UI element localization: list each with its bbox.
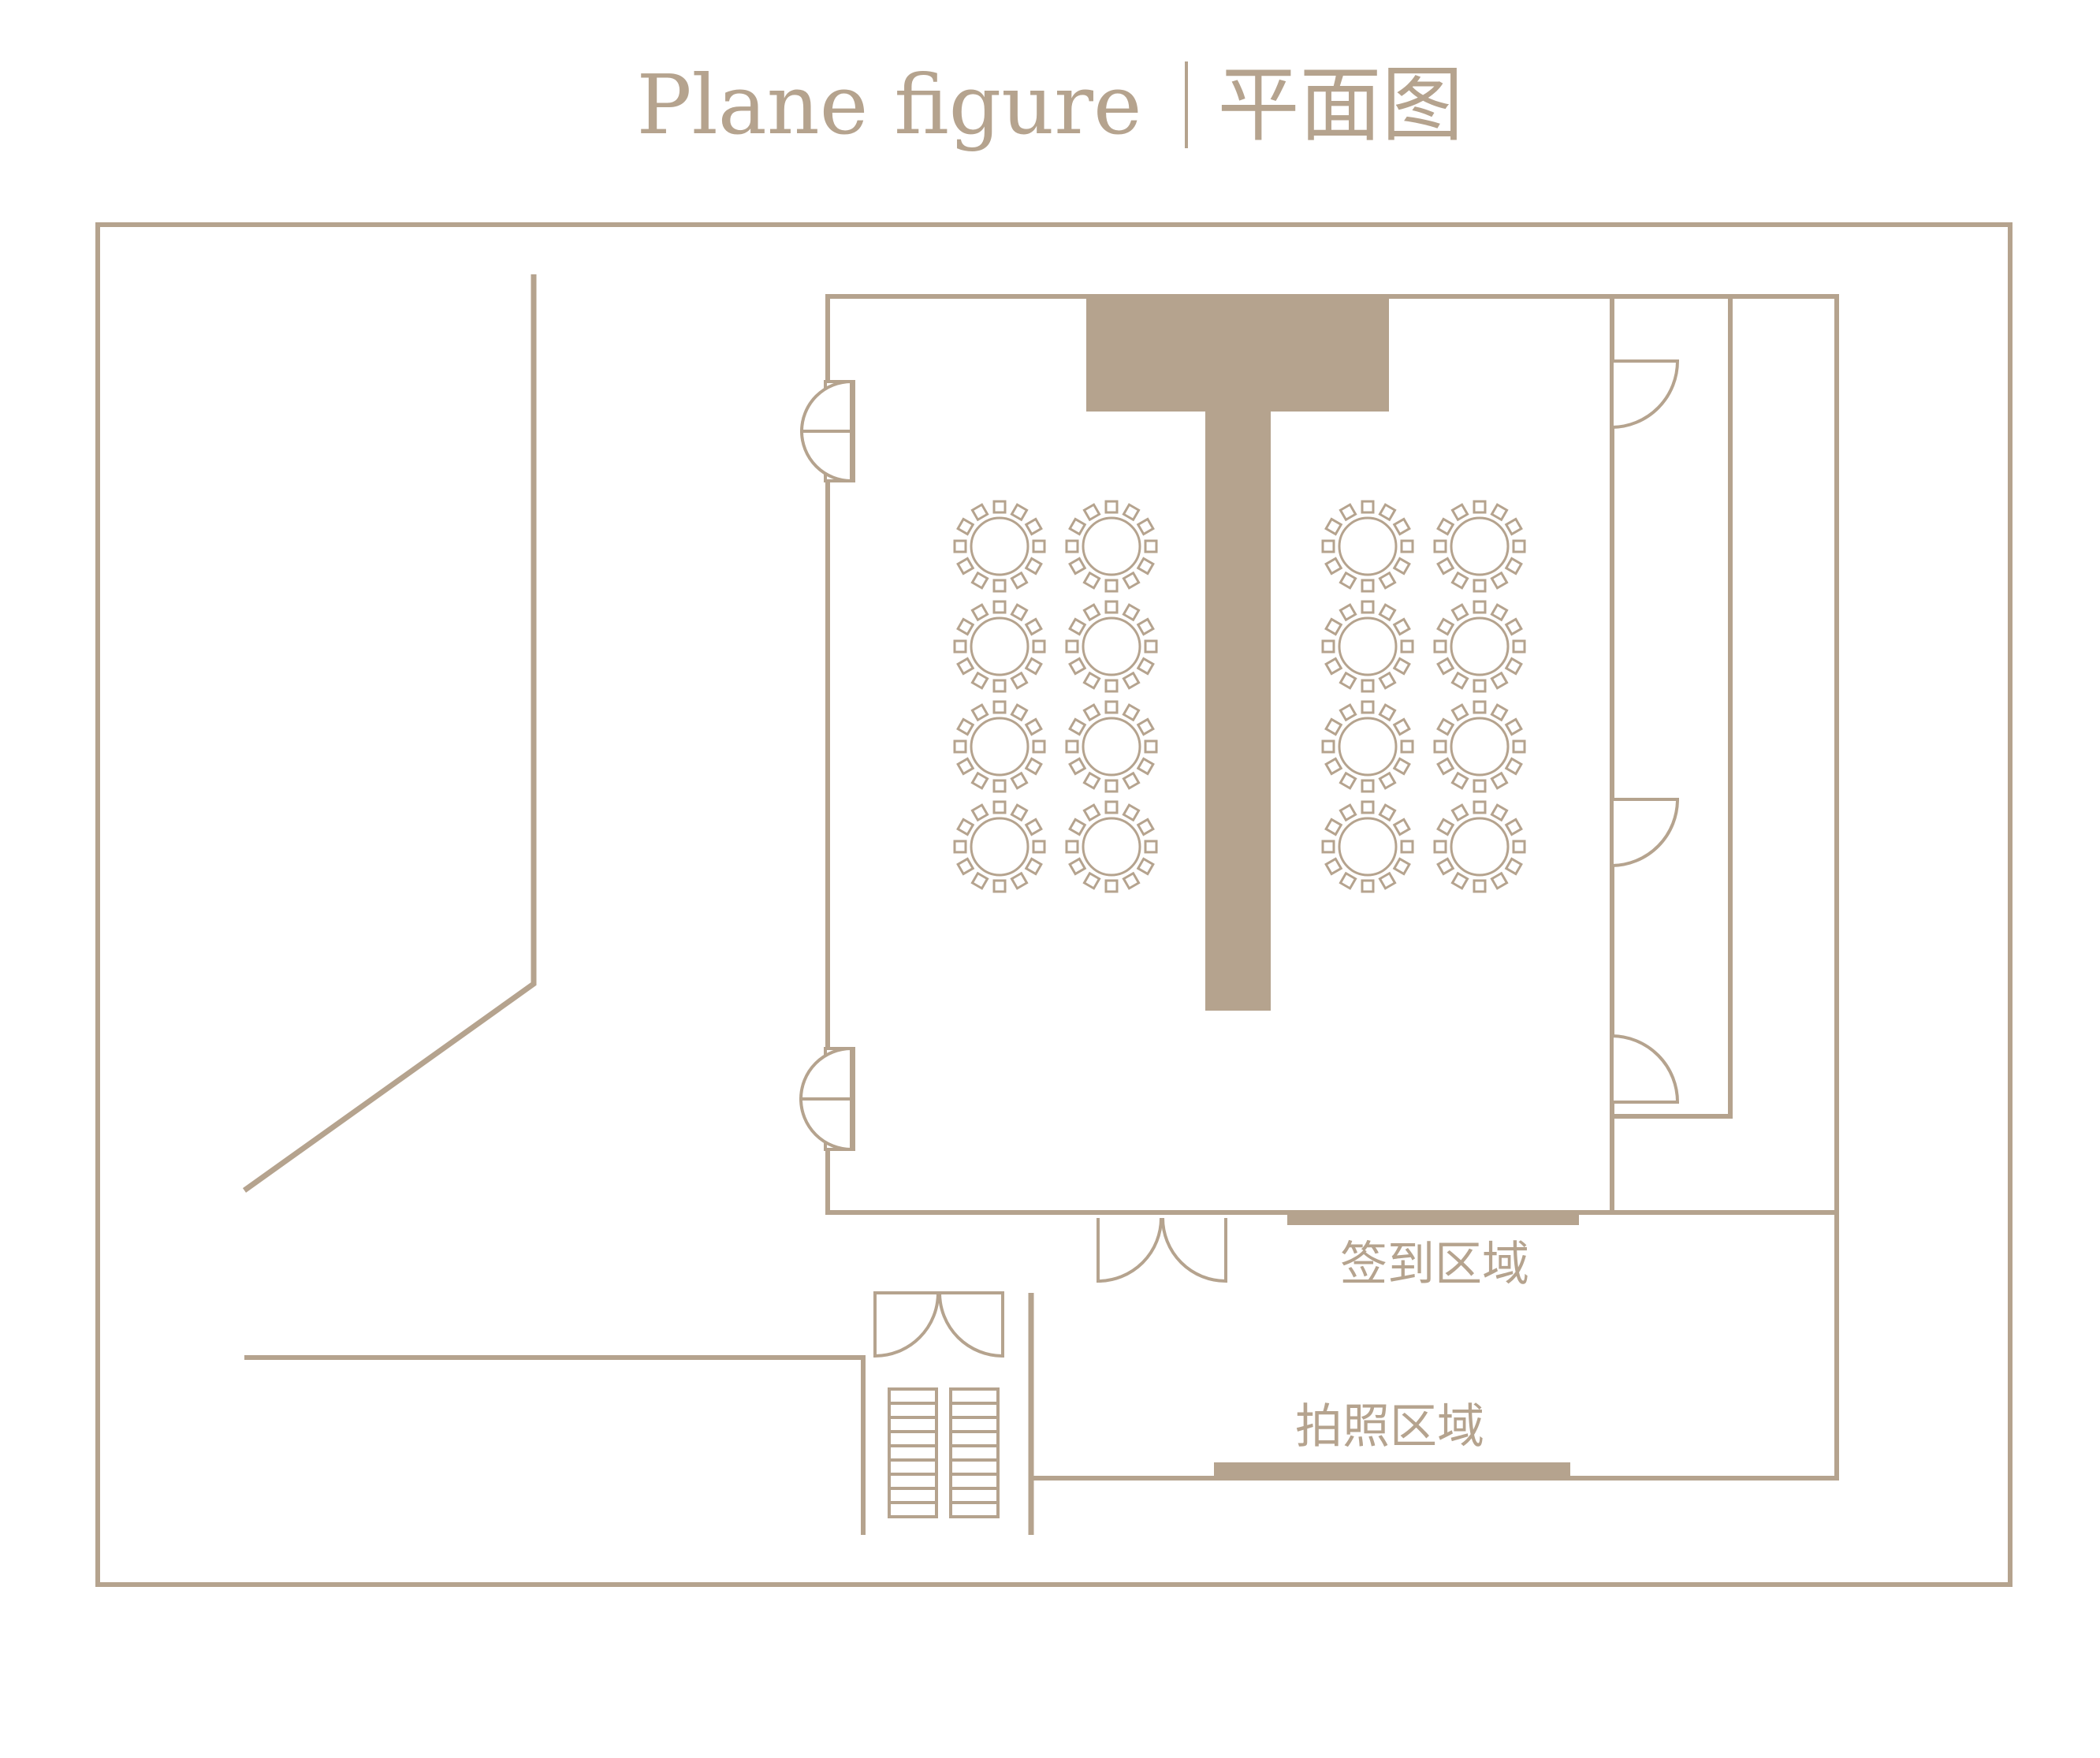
double-door-icon [799,379,855,483]
door-icon [1610,359,1680,1104]
signin-counter [1287,1212,1579,1225]
round-table-icon [1433,500,1526,593]
round-table-icon [1433,700,1526,793]
round-table-icon [1321,500,1414,593]
photo-area-label: 拍照区域 [1295,1399,1484,1454]
round-table-icon [953,700,1046,793]
runway [1205,410,1271,1011]
staircase-icon [888,1387,1000,1518]
round-table-icon [1433,600,1526,693]
signin-area-label: 签到区域 [1340,1237,1529,1292]
double-door-icon [873,1291,1004,1358]
page-title: Plane figure 平面图 [0,61,2100,148]
round-table-icon [1065,800,1158,893]
double-door-icon [799,1046,855,1152]
outer-boundary [95,222,2013,1587]
title-chinese: 平面图 [1217,57,1464,153]
round-table-icon [953,600,1046,693]
table-group-right [1321,500,1526,893]
round-table-icon [1321,800,1414,893]
stage [1086,298,1389,412]
title-divider [1184,61,1188,148]
service-corridor-wall [1612,296,1733,1119]
right-corridor-outer-wall [1031,294,1839,1481]
left-angled-wall [242,274,537,1193]
round-table-icon [1065,500,1158,593]
title-english: Plane figure [636,57,1142,153]
photo-wall [1214,1462,1570,1477]
round-table-icon [1321,600,1414,693]
round-table-icon [1433,800,1526,893]
round-table-icon [1065,600,1158,693]
double-door-icon [1097,1217,1227,1283]
round-table-icon [953,800,1046,893]
round-table-icon [1321,700,1414,793]
table-group-left [953,500,1158,893]
corridor-wall [244,1355,866,1535]
round-table-icon [953,500,1046,593]
round-table-icon [1065,700,1158,793]
